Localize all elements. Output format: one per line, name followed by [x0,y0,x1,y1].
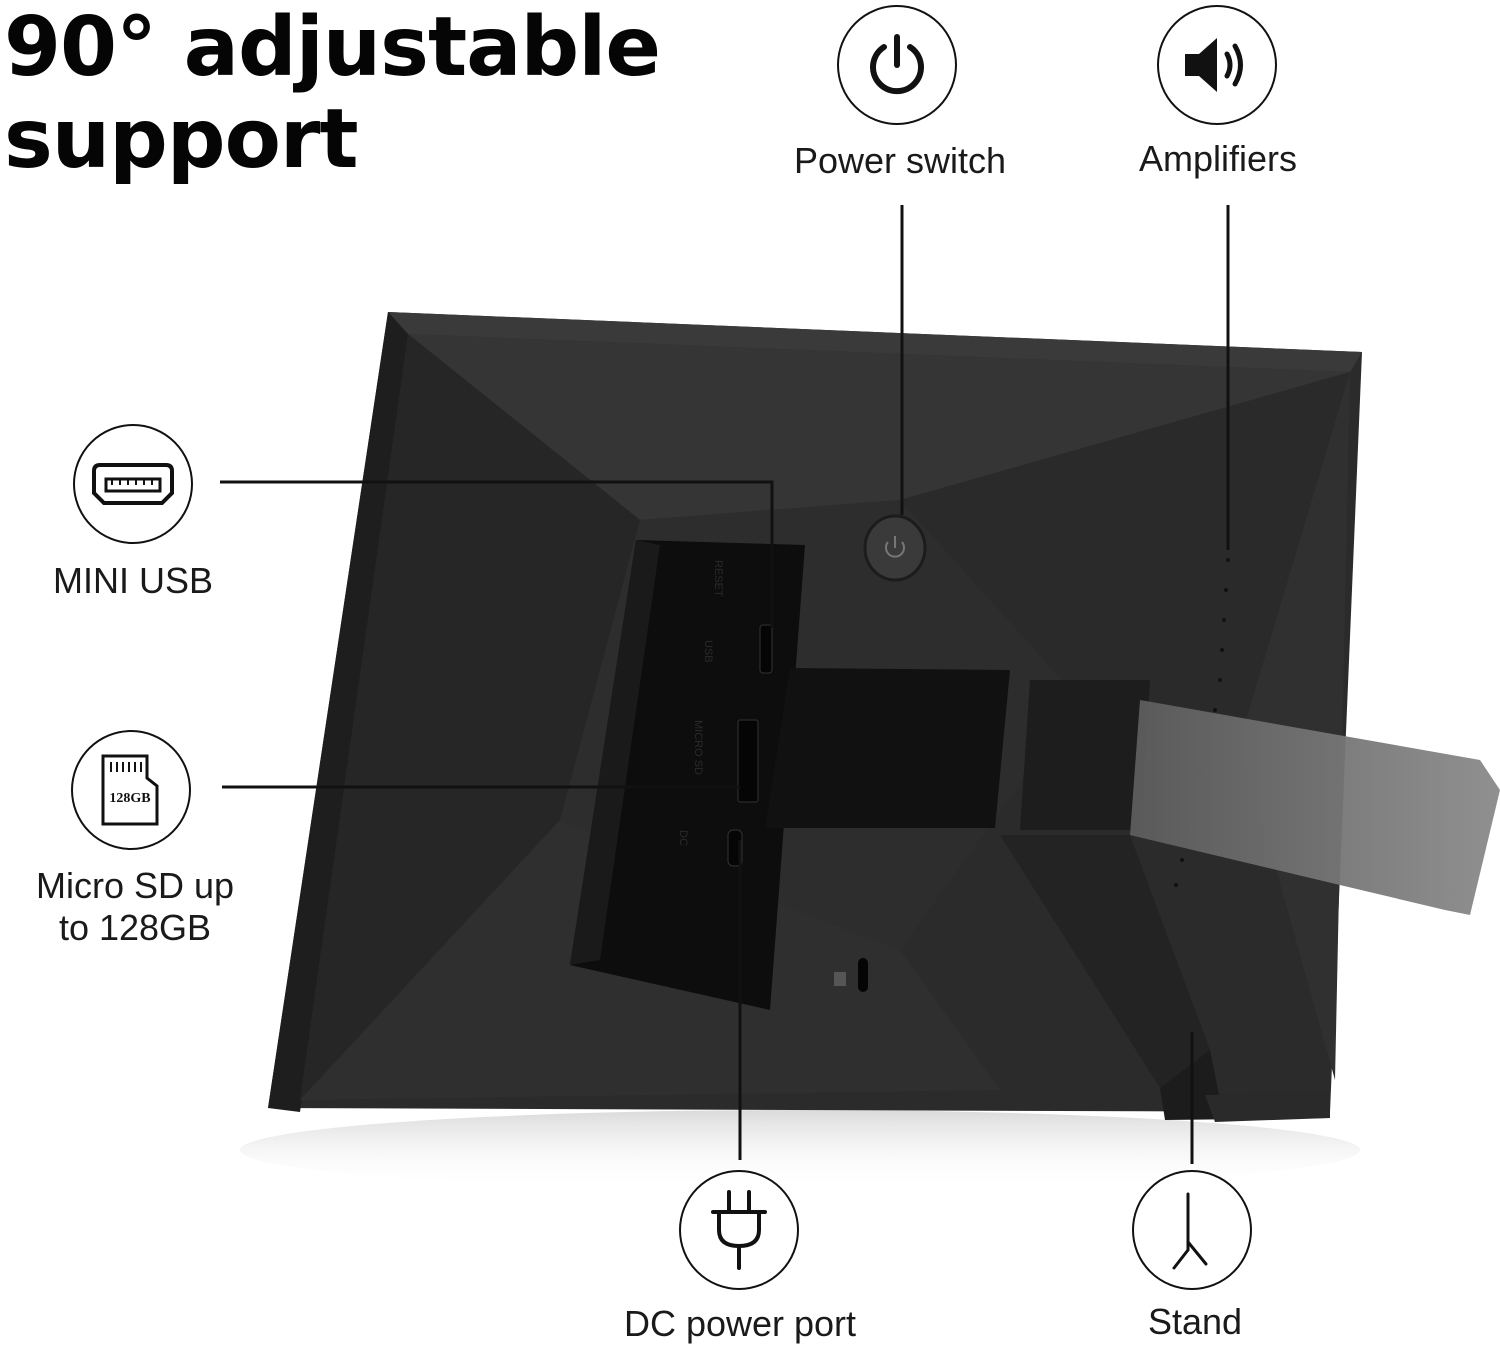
svg-text:MICRO SD: MICRO SD [692,720,704,775]
leader-mini-usb [220,480,774,628]
micro-sd-badge: 128GB [71,730,191,850]
floor-shadow [240,1110,1360,1190]
port-panel: RESET USB MICRO SD DC [570,540,805,1010]
power-button [863,514,927,582]
micro-sd-label-line-1: Micro SD up [35,865,235,906]
headline-line-1: 90° adjustable [4,0,661,95]
dc-power-badge [679,1170,799,1290]
power-switch-badge [837,5,957,125]
headline-line-2: support [4,92,359,187]
mini-usb-badge [73,424,193,544]
usb-port-icon [92,463,174,505]
sd-card-capacity: 128GB [109,791,150,806]
plug-icon [711,1190,767,1270]
stand-badge [1132,1170,1252,1290]
kensington-lock [834,958,868,992]
power-switch-label: Power switch [793,140,1007,181]
dc-power-label: DC power port [623,1303,857,1344]
speaker-icon [1185,38,1243,92]
stand-icon [1172,1192,1208,1270]
micro-sd-label: Micro SD up to 128GB [10,865,260,949]
mini-usb-port [759,624,773,674]
amplifiers-label: Amplifiers [1138,138,1298,179]
sd-card-icon: 128GB [101,754,159,826]
amplifiers-badge [1157,5,1277,125]
micro-sd-label-line-2: to 128GB [58,907,212,948]
port-silkscreen: RESET [712,560,724,597]
svg-text:USB: USB [702,640,714,663]
stand [1000,680,1500,1122]
power-icon [870,34,924,95]
mini-usb-label: MINI USB [52,560,213,601]
label-plate [765,668,1010,828]
svg-text:DC: DC [677,830,689,846]
micro-sd-slot [737,719,759,803]
stand-label: Stand [1147,1301,1243,1342]
headline: 90° adjustable support [4,0,661,187]
